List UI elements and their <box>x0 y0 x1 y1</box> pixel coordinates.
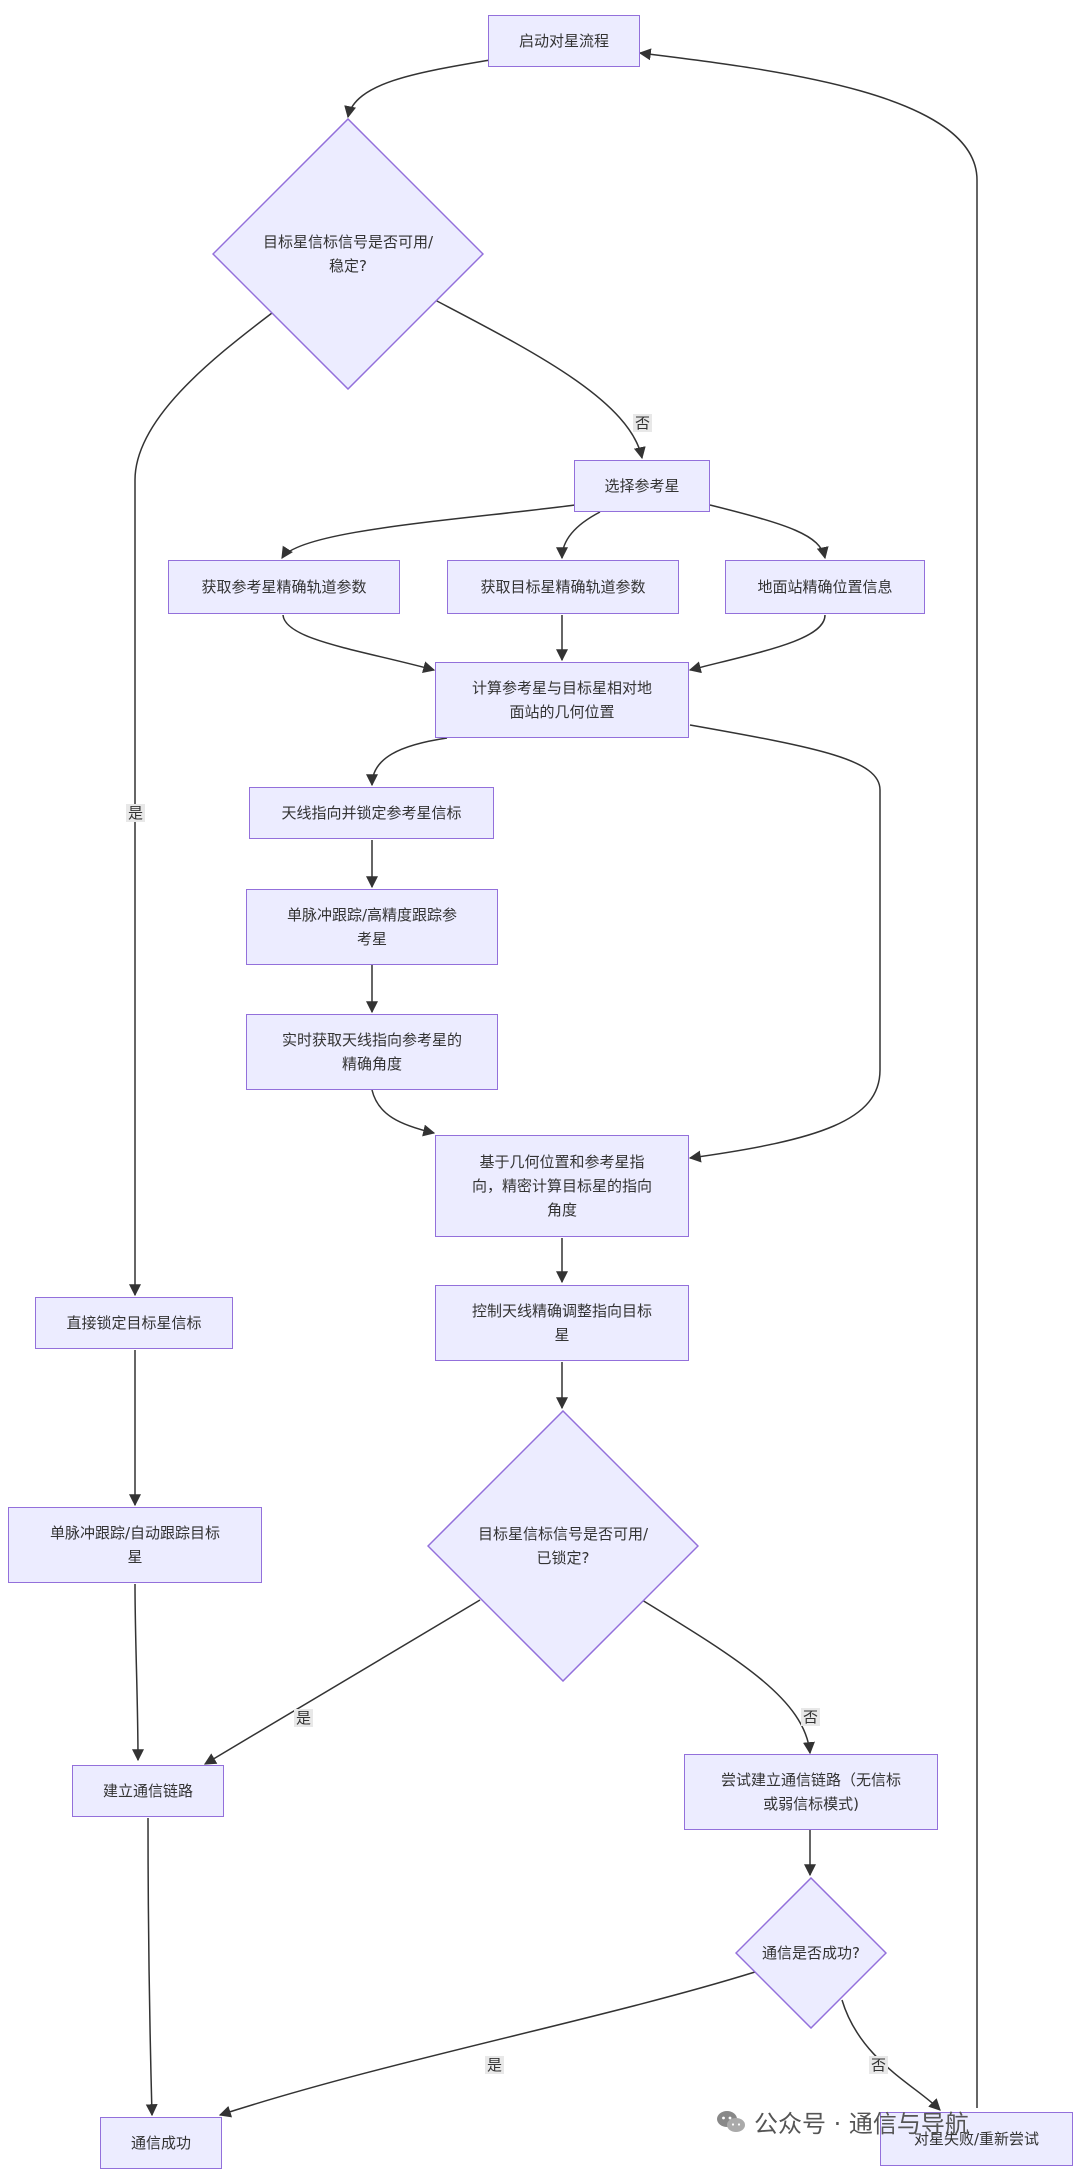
edge-label-d1-no: 否 <box>633 414 653 432</box>
node-fail-retry: 对星失败/重新尝试 <box>880 2112 1073 2166</box>
edge-d1-lock <box>129 312 273 1297</box>
edge-calc-calctgt <box>688 724 881 1163</box>
edge-track-link <box>131 1583 144 1762</box>
edge-angle-calctgt <box>371 1089 436 1137</box>
edge-d3-fail <box>841 1999 941 2111</box>
decision-beacon-available: 目标星信标信号是否可用/ 稳定? <box>212 118 484 390</box>
node-ref-orbit-params: 获取参考星精确轨道参数 <box>168 560 400 614</box>
decision-beacon-locked: 目标星信标信号是否可用/ 已锁定? <box>427 1410 699 1682</box>
decision-comm-success: 通信是否成功? <box>735 1877 887 2029</box>
edge-label-d3-yes: 是 <box>485 2056 505 2074</box>
node-select-ref-star: 选择参考星 <box>574 460 710 512</box>
decision-comm-success-text: 通信是否成功? <box>762 1944 860 1962</box>
edge-fail-start <box>638 48 978 2108</box>
node-track-target-star: 单脉冲跟踪/自动跟踪目标 星 <box>8 1507 262 1583</box>
edge-d2-try <box>641 1599 815 1755</box>
edge-select-tgt-orbit <box>556 511 601 560</box>
node-try-link: 尝试建立通信链路（无信标 或弱信标模式) <box>684 1754 938 1830</box>
edge-link-success <box>145 1817 158 2117</box>
node-point-ref-beacon: 天线指向并锁定参考星信标 <box>249 787 494 839</box>
node-adjust-antenna: 控制天线精确调整指向目标 星 <box>435 1285 689 1361</box>
edge-d3-success <box>218 1971 756 2118</box>
wechat-icon <box>716 2109 746 2135</box>
node-calc-geometry: 计算参考星与目标星相对地 面站的几何位置 <box>435 662 689 738</box>
edge-start-d1 <box>344 59 491 119</box>
edge-d1-select <box>434 299 646 460</box>
node-start: 启动对星流程 <box>488 15 640 67</box>
edge-label-d2-no: 否 <box>801 1708 821 1726</box>
node-calc-target-pointing: 基于几何位置和参考星指 向，精密计算目标星的指向 角度 <box>435 1135 689 1237</box>
edge-label-d1-yes: 是 <box>126 804 146 822</box>
node-track-ref-star: 单脉冲跟踪/高精度跟踪参 考星 <box>246 889 498 965</box>
edge-station-calc <box>688 614 826 674</box>
edge-d2-link <box>203 1599 481 1765</box>
node-lock-target-beacon: 直接锁定目标星信标 <box>35 1297 233 1349</box>
edge-select-station <box>709 504 829 560</box>
node-tgt-orbit-params: 获取目标星精确轨道参数 <box>447 560 679 614</box>
decision-beacon-locked-text: 目标星信标信号是否可用/ 已锁定? <box>477 1525 649 1567</box>
edge-calc-point <box>366 737 448 787</box>
node-station-position: 地面站精确位置信息 <box>725 560 925 614</box>
node-ref-angle: 实时获取天线指向参考星的 精确角度 <box>246 1014 498 1090</box>
watermark: 公众号 · 通信与导航 <box>716 2104 969 2139</box>
edge-select-ref-orbit <box>281 504 576 560</box>
watermark-text: 公众号 · 通信与导航 <box>754 2110 969 2138</box>
edge-label-d2-yes: 是 <box>294 1709 314 1727</box>
node-establish-link: 建立通信链路 <box>72 1765 224 1817</box>
decision-beacon-available-text: 目标星信标信号是否可用/ 稳定? <box>262 233 434 275</box>
node-comm-success: 通信成功 <box>100 2117 222 2169</box>
edge-label-d3-no: 否 <box>869 2056 889 2074</box>
edge-ref-orbit-calc <box>282 614 436 673</box>
